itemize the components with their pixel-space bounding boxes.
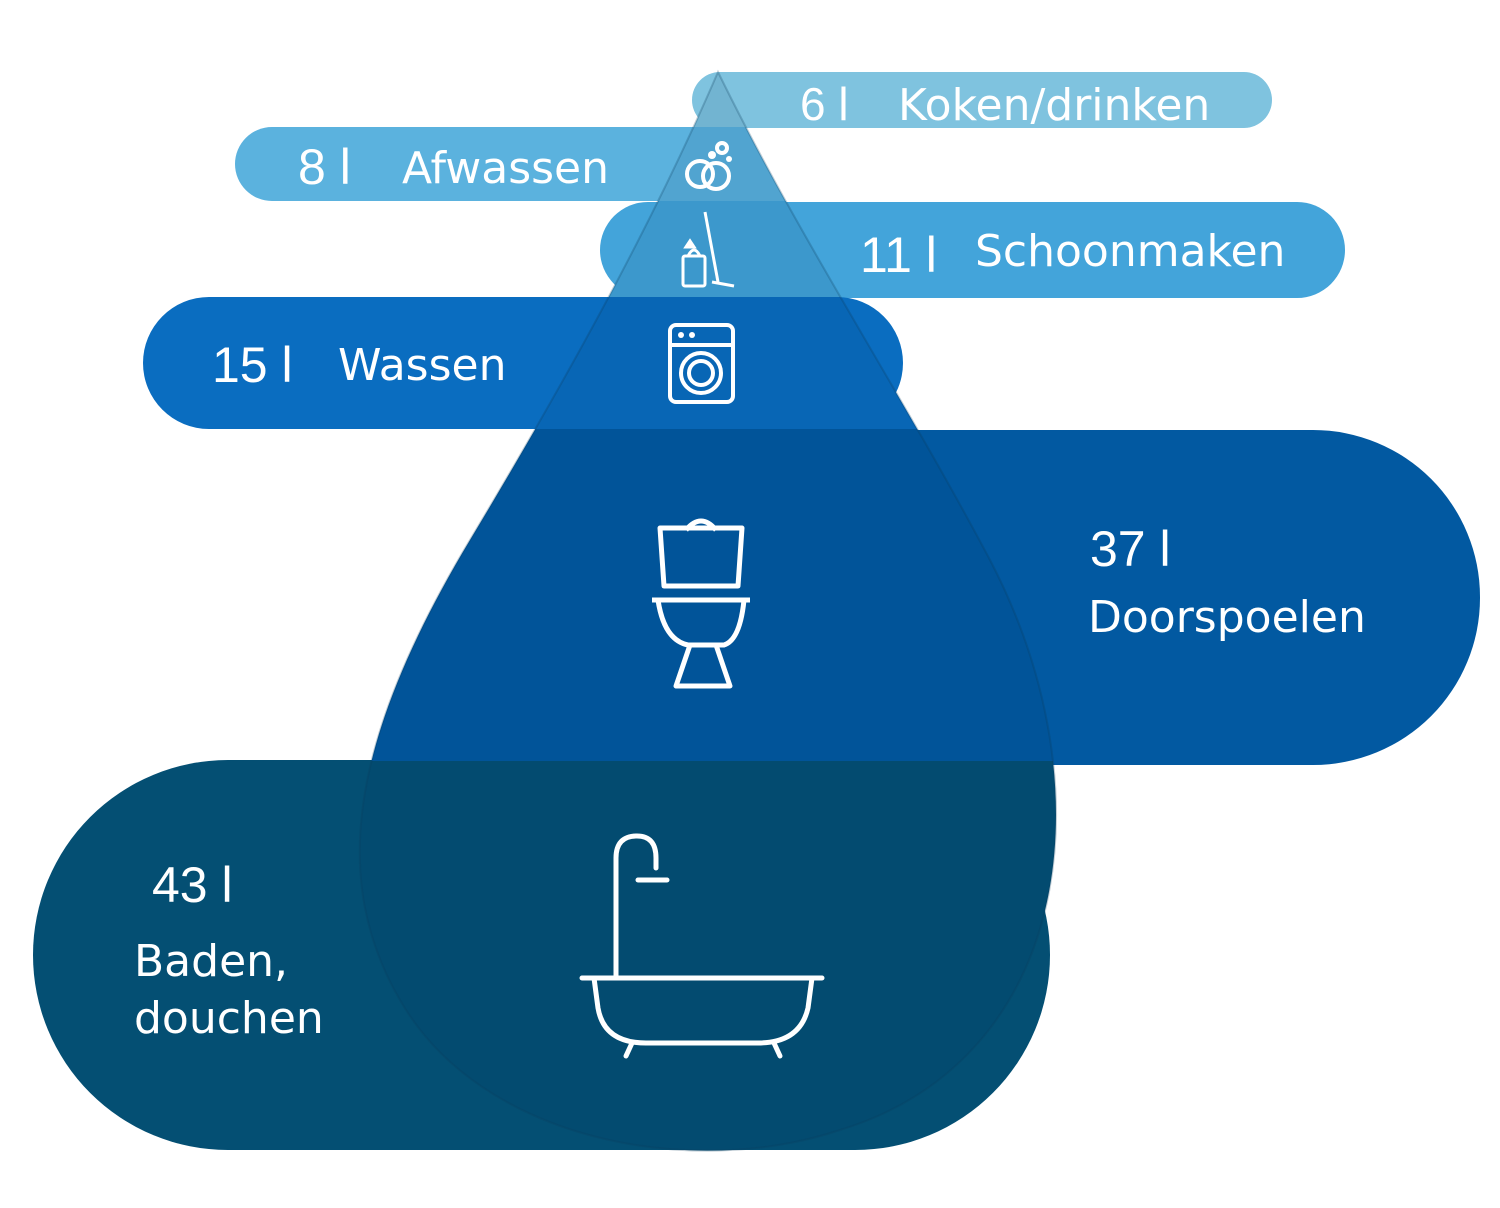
label-schoonmaken: Schoonmaken — [975, 226, 1285, 277]
bathtub-shower-icon — [579, 833, 825, 1059]
amount-afwassen: 8 l — [298, 139, 351, 195]
amount-schoonmaken: 11 l — [860, 227, 937, 283]
bar-afwassen — [235, 127, 755, 201]
washing-machine-icon — [668, 323, 735, 404]
amount-doorspoelen: 37 l — [1090, 521, 1171, 577]
label-baden-line1: Baden, — [134, 936, 288, 987]
amount-koken: 6 l — [800, 78, 849, 130]
dishes-icon — [685, 141, 732, 191]
label-doorspoelen: Doorspoelen — [1088, 592, 1366, 643]
amount-wassen: 15 l — [212, 337, 293, 393]
bar-koken — [692, 72, 1272, 128]
cleaning-icon — [681, 211, 735, 288]
label-afwassen: Afwassen — [402, 143, 609, 194]
amount-baden: 43 l — [152, 857, 233, 913]
drop-outline — [358, 69, 1057, 1152]
label-wassen: Wassen — [338, 340, 506, 391]
toilet-icon — [652, 518, 750, 689]
label-baden-line2: douchen — [134, 993, 324, 1044]
label-koken: Koken/drinken — [898, 80, 1210, 131]
